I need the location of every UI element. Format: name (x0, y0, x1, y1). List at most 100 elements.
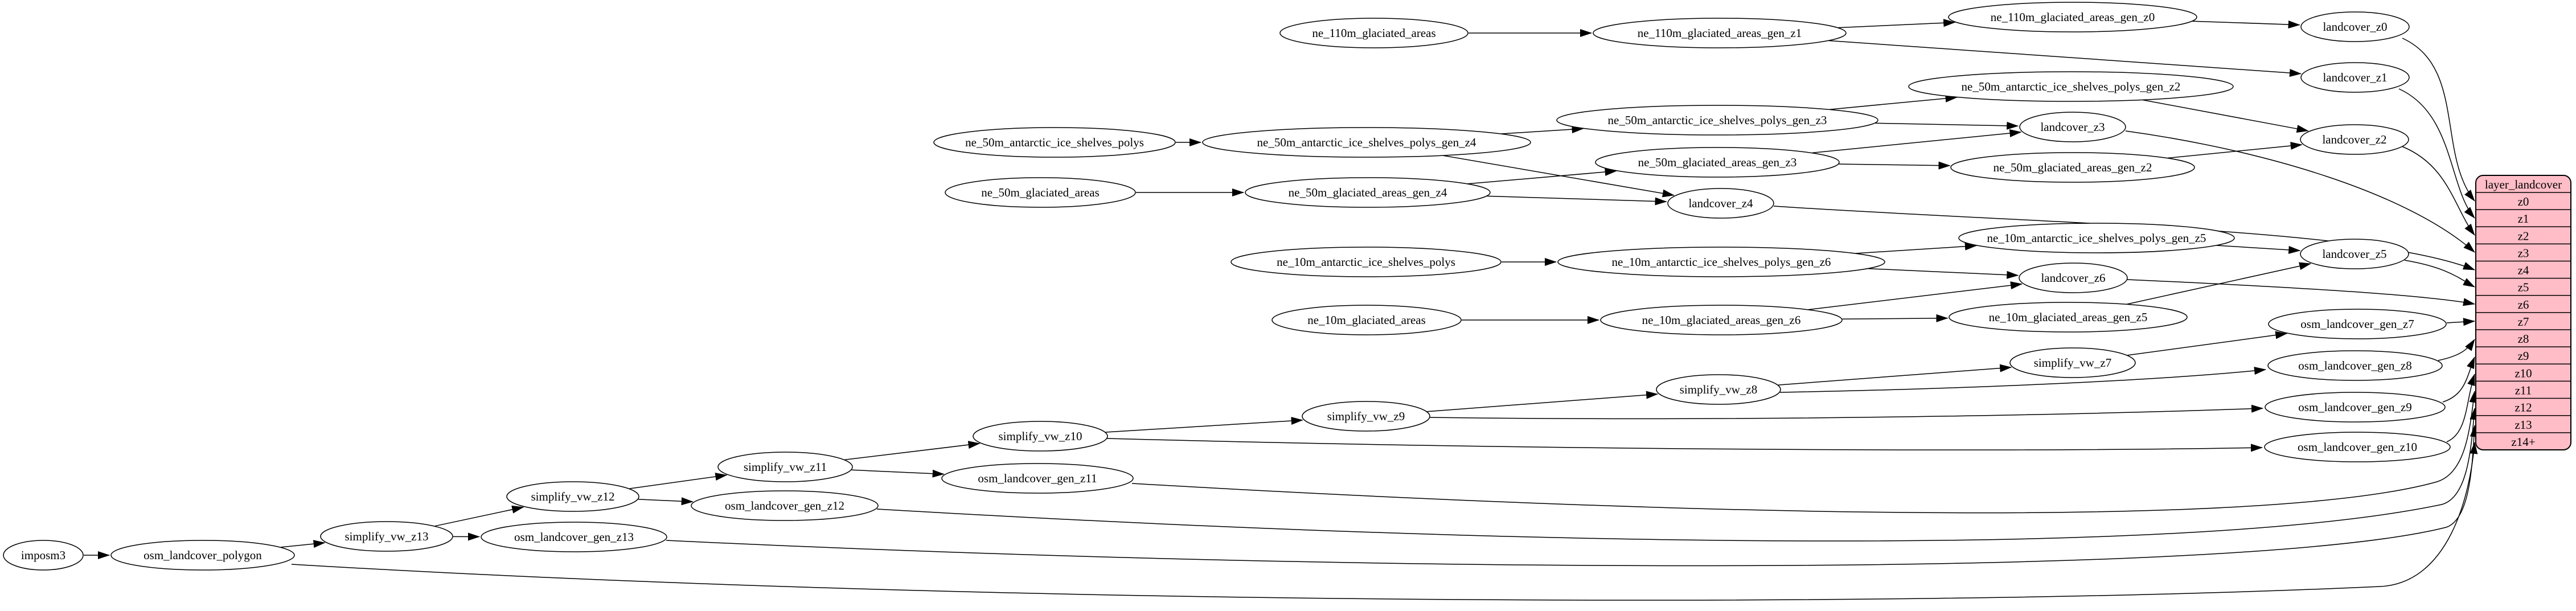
graph-node-simplify_vw_z11: simplify_vw_z11 (717, 452, 853, 482)
node-label: simplify_vw_z11 (744, 460, 827, 474)
graph-node-ne_110m_glaciated_areas: ne_110m_glaciated_areas (1279, 18, 1469, 48)
graph-node-osm_landcover_gen_z10: osm_landcover_gen_z10 (2264, 432, 2451, 462)
table-row-z7: z7 (2518, 315, 2529, 329)
table-row-z14plus: z14+ (2511, 435, 2535, 449)
graph-node-simplify_vw_z8: simplify_vw_z8 (1656, 374, 1781, 405)
node-label: osm_landcover_gen_z13 (514, 530, 634, 544)
edge-ne_110m_glaciated_areas_gen_z0-to-landcover_z0 (2192, 20, 2300, 29)
node-label: landcover_z3 (2040, 120, 2105, 134)
graph-node-ne_110m_glaciated_areas_gen_z1: ne_110m_glaciated_areas_gen_z1 (1593, 18, 1847, 48)
edge-landcover_z6-to-table-z6 (2127, 279, 2475, 306)
table-row-z5: z5 (2518, 281, 2529, 294)
graph-node-landcover_z6: landcover_z6 (2019, 263, 2128, 293)
edge-landcover_z3-to-table-z3 (2125, 130, 2475, 253)
node-label: landcover_z0 (2323, 20, 2387, 34)
edge-ne_110m_glaciated_areas_gen_z1-to-landcover_z1 (1828, 40, 2302, 77)
edge-simplify_vw_z13-to-simplify_vw_z12 (434, 505, 524, 527)
edge-osm_landcover_polygon-to-table-z14+ (291, 442, 2478, 601)
node-shape (1230, 247, 1502, 277)
edge-simplify_vw_z12-to-simplify_vw_z11 (629, 473, 728, 489)
edge-osm_landcover_gen_z7-to-table-z7 (2446, 318, 2475, 326)
table-row-z10: z10 (2515, 366, 2532, 380)
node-label: simplify_vw_z7 (2034, 356, 2112, 370)
edge-simplify_vw_z7-to-osm_landcover_gen_z7 (2127, 331, 2288, 356)
node-label: osm_landcover_gen_z10 (2298, 440, 2417, 454)
graph-node-imposm3: imposm3 (3, 540, 84, 571)
table-row-z4: z4 (2518, 264, 2529, 277)
table-row-z3: z3 (2518, 246, 2529, 260)
node-label: ne_10m_glaciated_areas_gen_z5 (1989, 310, 2148, 324)
node-shape (717, 452, 853, 482)
graph-node-osm_landcover_gen_z7: osm_landcover_gen_z7 (2268, 309, 2447, 339)
node-shape (1557, 247, 1885, 277)
node-shape (2300, 124, 2409, 155)
node-label: osm_landcover_polygon (143, 548, 262, 562)
node-label: ne_10m_antarctic_ice_shelves_polys_gen_z… (1612, 255, 1831, 269)
graph-node-ne_50m_glaciated_areas_gen_z4: ne_50m_glaciated_areas_gen_z4 (1245, 177, 1491, 208)
node-label: ne_50m_antarctic_ice_shelves_polys (965, 136, 1144, 149)
node-label: ne_10m_glaciated_areas (1307, 313, 1426, 327)
table-row-z13: z13 (2515, 418, 2532, 432)
graph-node-osm_landcover_gen_z8: osm_landcover_gen_z8 (2267, 350, 2443, 381)
edge-ne_10m_antarctic_ice_shelves_polys_gen_z5-to-landcover_z5 (2216, 245, 2301, 254)
table-row-z1: z1 (2518, 212, 2529, 225)
edge-simplify_vw_z10-to-osm_landcover_gen_z10 (1106, 438, 2263, 452)
node-label: osm_landcover_gen_z7 (2300, 317, 2414, 331)
edge-landcover_z5-to-table-z5 (2404, 260, 2475, 288)
edge-osm_landcover_gen_z12-to-table-z12 (876, 408, 2478, 542)
node-label: ne_50m_antarctic_ice_shelves_polys_gen_z… (1962, 80, 2181, 93)
node-shape (1948, 2, 2197, 32)
node-shape (1950, 152, 2195, 183)
edge-ne_10m_glaciated_areas_gen_z6-to-ne_10m_glaciated_areas_gen_z5 (1842, 314, 1949, 322)
node-shape (1958, 223, 2235, 253)
node-label: osm_landcover_gen_z11 (978, 471, 1097, 485)
node-shape (481, 522, 667, 552)
graph-node-osm_landcover_gen_z9: osm_landcover_gen_z9 (2265, 392, 2446, 423)
graph-node-ne_10m_glaciated_areas_gen_z5: ne_10m_glaciated_areas_gen_z5 (1949, 302, 2188, 333)
node-shape (1908, 71, 2234, 102)
edge-simplify_vw_z12-to-osm_landcover_gen_z12 (638, 497, 694, 506)
graph-node-landcover_z0: landcover_z0 (2300, 11, 2410, 42)
node-shape (1600, 305, 1843, 335)
edge-ne_50m_glaciated_areas_gen_z3-to-landcover_z3 (1812, 129, 2022, 154)
nodes-layer: imposm3 osm_landcover_polygon simplify_vw_… (3, 2, 2451, 571)
node-label: ne_50m_glaciated_areas_gen_z4 (1289, 186, 1447, 199)
graph-node-osm_landcover_gen_z11: osm_landcover_gen_z11 (941, 463, 1134, 494)
graph-node-simplify_vw_z13: simplify_vw_z13 (320, 521, 453, 552)
edge-ne_50m_glaciated_areas_gen_z3-to-ne_50m_glaciated_areas_gen_z2 (1839, 161, 1951, 170)
table-title: layer_landcover (2485, 178, 2562, 191)
node-label: simplify_vw_z10 (999, 429, 1082, 443)
edge-ne_10m_antarctic_ice_shelves_polys_gen_z6-to-landcover_z6 (1868, 268, 2019, 279)
node-label: ne_50m_glaciated_areas_gen_z3 (1638, 155, 1797, 169)
node-label: simplify_vw_z12 (531, 490, 615, 503)
edge-osm_landcover_gen_z10-to-table-z10 (2446, 374, 2475, 442)
node-shape (941, 463, 1134, 494)
node-shape (1556, 105, 1878, 136)
edge-ne_50m_antarctic_ice_shelves_polys_gen_z4-to-ne_50m_antarctic_ice_shelves_polys_gen_z3 (1501, 125, 1584, 134)
layer-landcover-table: layer_landcoverz0z1z2z3z4z5z6z7z8z9z10z1… (2475, 175, 2571, 450)
node-shape (2300, 239, 2409, 269)
edges-layer (84, 19, 2478, 601)
table-row-z2: z2 (2518, 229, 2529, 243)
node-shape (2264, 432, 2451, 462)
graph-node-simplify_vw_z10: simplify_vw_z10 (973, 421, 1108, 452)
edge-landcover_z0-to-table-z0 (2402, 38, 2475, 202)
table-row-z6: z6 (2518, 298, 2529, 311)
node-shape (2267, 350, 2443, 381)
edge-ne_50m_antarctic_ice_shelves_polys_gen_z3-to-ne_50m_antarctic_ice_shelves_polys_gen_z2 (1830, 94, 1958, 110)
node-label: landcover_z1 (2323, 71, 2387, 84)
node-label: simplify_vw_z8 (1680, 383, 1758, 396)
table-row-z11: z11 (2515, 383, 2532, 397)
node-label: ne_110m_glaciated_areas (1312, 26, 1435, 40)
node-label: landcover_z2 (2322, 133, 2386, 146)
graph-node-ne_50m_glaciated_areas_gen_z2: ne_50m_glaciated_areas_gen_z2 (1950, 152, 2195, 183)
edge-ne_50m_glaciated_areas_gen_z4-to-ne_50m_glaciated_areas_gen_z3 (1467, 168, 1617, 184)
node-shape (933, 127, 1176, 158)
graph-node-ne_10m_antarctic_ice_shelves_polys_gen_z6: ne_10m_antarctic_ice_shelves_polys_gen_z… (1557, 247, 1885, 277)
edge-osm_landcover_polygon-to-simplify_vw_z13 (281, 540, 326, 548)
graph-node-ne_50m_antarctic_ice_shelves_polys_gen_z2: ne_50m_antarctic_ice_shelves_polys_gen_z… (1908, 71, 2234, 102)
node-label: landcover_z4 (1688, 196, 1753, 210)
graph-node-ne_50m_glaciated_areas_gen_z3: ne_50m_glaciated_areas_gen_z3 (1595, 147, 1840, 178)
node-label: landcover_z5 (2322, 247, 2386, 261)
